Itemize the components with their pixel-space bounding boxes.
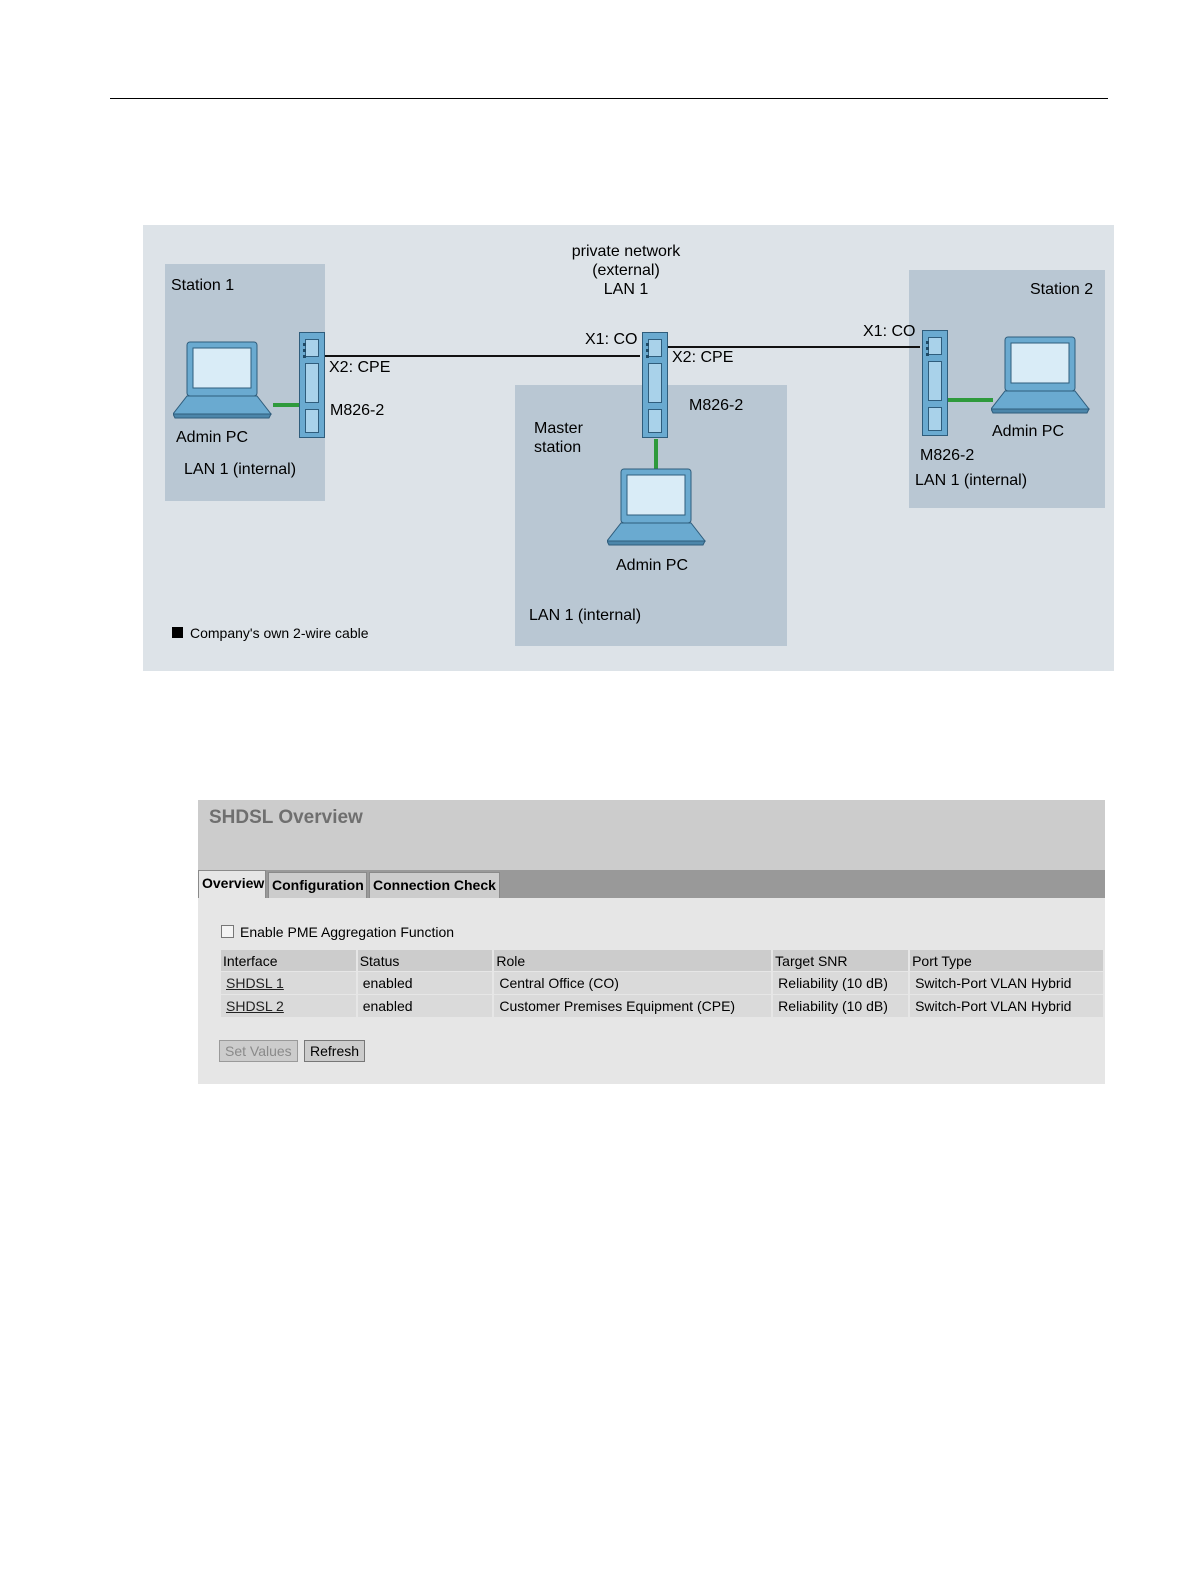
master-laptop-icon (607, 468, 707, 546)
column-header-port-type: Port Type (909, 950, 1105, 972)
station1-lan-label: LAN 1 (internal) (184, 461, 297, 478)
status-cell: enabled (356, 971, 495, 995)
master-port-cpe-label: X2: CPE (672, 349, 734, 366)
network-label-line3: LAN 1 (603, 281, 649, 298)
column-header-target-snr: Target SNR (772, 950, 911, 972)
tab-bar: Overview Configuration Connection Check (198, 870, 1105, 898)
table-header-row: Interface Status Role Target SNR Port Ty… (221, 950, 1105, 972)
port-type-cell: Switch-Port VLAN Hybrid (909, 994, 1105, 1018)
ethernet-link-master (654, 439, 658, 474)
cable-station1-master (325, 355, 640, 357)
pme-aggregation-label: Enable PME Aggregation Function (240, 924, 455, 940)
shdsl-overview-panel: SHDSL Overview Overview Configuration Co… (198, 800, 1105, 1084)
legend-text: Company's own 2-wire cable (190, 625, 369, 641)
panel-header: SHDSL Overview (198, 800, 1105, 870)
column-header-interface: Interface (221, 950, 358, 972)
station2-title: Station 2 (1030, 281, 1094, 298)
master-router-icon (642, 332, 668, 438)
station2-lan-label: LAN 1 (internal) (915, 472, 1028, 489)
station2-pc-label: Admin PC (992, 423, 1065, 440)
target-snr-cell: Reliability (10 dB) (772, 994, 911, 1018)
role-cell: Central Office (CO) (493, 971, 774, 995)
ethernet-link-station2 (948, 398, 993, 402)
master-title-line2: station (534, 439, 582, 456)
station2-laptop-icon (991, 336, 1091, 414)
column-header-status: Status (356, 950, 495, 972)
station1-laptop-icon (173, 341, 273, 419)
table-row: SHDSL 2 enabled Customer Premises Equipm… (221, 994, 1105, 1018)
refresh-button[interactable]: Refresh (304, 1040, 366, 1062)
page-title: SHDSL Overview (209, 807, 363, 828)
station1-title: Station 1 (171, 277, 235, 294)
station1-device-model: M826-2 (330, 402, 385, 419)
station1-pc-label: Admin PC (176, 429, 249, 446)
header-rule (110, 98, 1108, 99)
network-label-line2: (external) (592, 262, 660, 279)
cable-master-station2 (666, 346, 920, 348)
ethernet-link-station1 (273, 403, 301, 407)
interface-link-shdsl2[interactable]: SHDSL 2 (226, 998, 284, 1014)
tab-overview[interactable]: Overview (198, 870, 266, 898)
port-type-cell: Switch-Port VLAN Hybrid (909, 971, 1105, 995)
network-label-line1: private network (571, 243, 681, 260)
network-diagram: Station 1 X2: CPE M826-2 Admin PC LAN 1 … (143, 225, 1114, 671)
legend-cable-swatch-icon (172, 627, 183, 638)
target-snr-cell: Reliability (10 dB) (772, 971, 911, 995)
master-device-model: M826-2 (689, 397, 744, 414)
master-port-co-label: X1: CO (585, 331, 638, 348)
pme-aggregation-checkbox[interactable] (221, 925, 234, 938)
station1-router-icon (299, 332, 325, 438)
master-pc-label: Admin PC (616, 557, 689, 574)
station2-router-icon (922, 330, 948, 436)
shdsl-table: Interface Status Role Target SNR Port Ty… (221, 950, 1105, 1018)
column-header-role: Role (493, 950, 774, 972)
station2-port-label: X1: CO (863, 323, 916, 340)
role-cell: Customer Premises Equipment (CPE) (493, 994, 774, 1018)
table-row: SHDSL 1 enabled Central Office (CO) Reli… (221, 971, 1105, 995)
tab-configuration[interactable]: Configuration (268, 872, 367, 898)
set-values-button[interactable]: Set Values (219, 1040, 298, 1062)
master-title-line1: Master (534, 420, 583, 437)
station1-port-label: X2: CPE (329, 359, 391, 376)
station2-device-model: M826-2 (920, 447, 975, 464)
status-cell: enabled (356, 994, 495, 1018)
network-label: private network (external) LAN 1 (566, 242, 686, 299)
interface-link-shdsl1[interactable]: SHDSL 1 (226, 975, 284, 991)
panel-body: Enable PME Aggregation Function Interfac… (198, 898, 1105, 1084)
tab-connection-check[interactable]: Connection Check (369, 872, 500, 898)
master-lan-label: LAN 1 (internal) (529, 607, 642, 624)
